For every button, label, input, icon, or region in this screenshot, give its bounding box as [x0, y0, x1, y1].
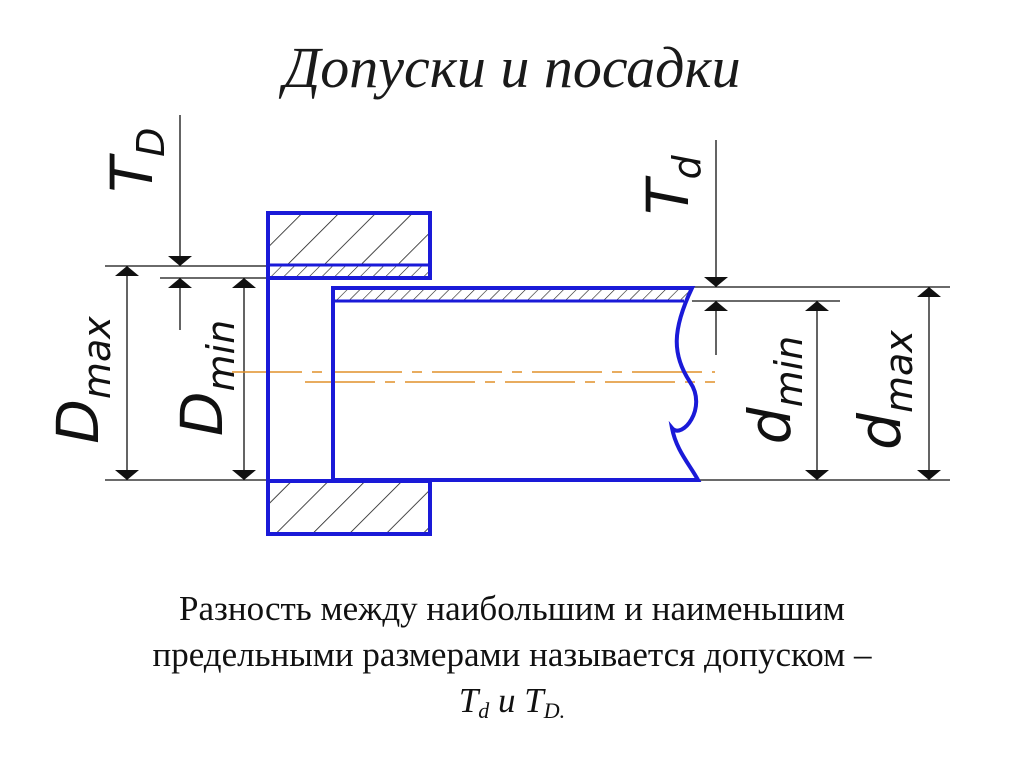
label-dmax-shaft-sub: max: [877, 330, 921, 413]
label-dmax-shaft: dmax: [846, 330, 921, 450]
caption-symbol-td: T: [458, 681, 479, 720]
caption-line-2: предельными размерами называется допуско…: [152, 635, 872, 674]
label-td-shaft-sub: d: [665, 154, 709, 179]
slide-title: Допуски и посадки: [283, 35, 741, 100]
dimension-lines: [115, 115, 941, 480]
caption-symbol-td-sub: d: [478, 698, 490, 723]
caption-line-1: Разность между наибольшим и наименьшим: [179, 589, 845, 628]
part-outlines: [266, 211, 702, 536]
caption: Разность между наибольшим и наименьшим п…: [0, 586, 1024, 724]
svg-text:dmax: dmax: [846, 330, 921, 450]
label-dmin-shaft-main: d: [736, 406, 804, 444]
hub-lower-wall-hatch: [268, 481, 430, 534]
caption-conjunction: и: [489, 681, 525, 720]
label-dmin-hole-main: D: [168, 392, 236, 437]
label-dmax-hole: Dmax: [44, 316, 119, 444]
label-dmax-hole-sub: max: [75, 316, 119, 399]
label-dmin-hole: Dmin: [168, 320, 243, 436]
label-td-shaft: Td: [634, 154, 709, 214]
svg-text:dmin: dmin: [736, 336, 811, 445]
label-td-hole-main: T: [98, 152, 166, 192]
label-dmin-hole-sub: min: [199, 320, 243, 392]
label-td-hole: TD: [98, 128, 173, 193]
shaft-outline: [331, 286, 702, 482]
caption-symbol-tD: T: [524, 681, 544, 720]
label-dmax-hole-main: D: [44, 399, 112, 444]
svg-text:Dmax: Dmax: [44, 316, 119, 444]
hub-upper-wall-hatch: [268, 213, 430, 265]
label-td-shaft-main: T: [634, 175, 702, 215]
caption-line-3: Td и TD.: [0, 678, 1024, 724]
label-dmin-shaft-sub: min: [767, 336, 811, 408]
svg-text:Td: Td: [634, 154, 709, 214]
hub-tolerance-zone-hatch: [268, 265, 430, 278]
shaft-tolerance-zone-hatch: [333, 288, 692, 301]
label-dmin-shaft: dmin: [736, 336, 811, 445]
svg-text:TD: TD: [98, 128, 173, 193]
caption-symbol-tD-sub: D.: [543, 698, 566, 723]
label-dmax-shaft-main: d: [846, 412, 914, 450]
axis-lines: [232, 371, 715, 383]
label-td-hole-sub: D: [129, 128, 173, 157]
hatch-areas: [268, 213, 692, 534]
svg-text:Dmin: Dmin: [168, 320, 243, 436]
hub-upper-wall: [266, 211, 432, 280]
